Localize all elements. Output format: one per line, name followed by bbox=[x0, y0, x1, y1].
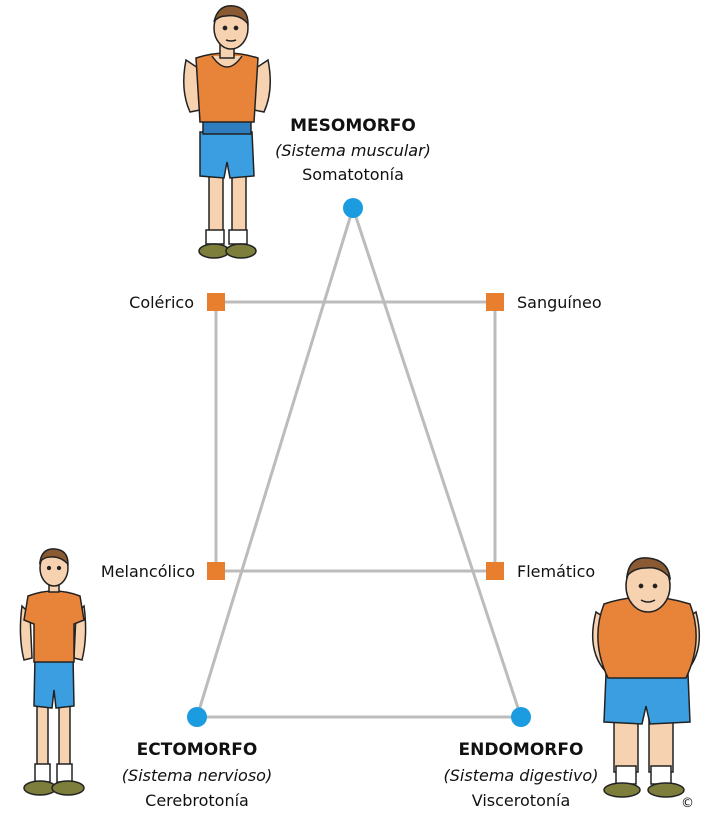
flematico-label: Flemático bbox=[517, 562, 596, 581]
mesomorfo-trait: Somatotonía bbox=[302, 165, 404, 184]
node-flematico bbox=[486, 562, 504, 580]
endomorph-figure bbox=[591, 557, 701, 798]
somatotype-triangle bbox=[195, 207, 523, 719]
ectomorph-figure bbox=[19, 548, 87, 796]
node-colerico bbox=[207, 293, 225, 311]
mesomorfo-title: MESOMORFO bbox=[290, 116, 416, 136]
ectomorfo-title: ECTOMORFO bbox=[136, 740, 258, 760]
endomorfo-trait: Viscerotonía bbox=[471, 791, 571, 810]
mesomorfo-system: (Sistema muscular) bbox=[275, 141, 431, 160]
mesomorph-figure bbox=[183, 5, 271, 259]
ectomorfo-system: (Sistema nervioso) bbox=[121, 766, 273, 785]
node-melancolico bbox=[207, 562, 225, 580]
edge-meso-ecto bbox=[195, 207, 355, 718]
ectomorfo-trait: Cerebrotonía bbox=[145, 791, 249, 810]
node-sanguineo bbox=[486, 293, 504, 311]
temperament-square bbox=[214, 300, 497, 573]
edge-meso-endo bbox=[351, 207, 523, 718]
colerico-label: Colérico bbox=[129, 293, 194, 312]
sanguineo-label: Sanguíneo bbox=[517, 293, 602, 312]
node-ectomorfo bbox=[187, 707, 207, 727]
node-endomorfo bbox=[511, 707, 531, 727]
endomorfo-title: ENDOMORFO bbox=[458, 740, 584, 760]
endomorfo-system: (Sistema digestivo) bbox=[443, 766, 599, 785]
node-mesomorfo bbox=[343, 198, 363, 218]
melancolico-label: Melancólico bbox=[100, 562, 195, 581]
copyright-mark: © bbox=[681, 796, 694, 811]
